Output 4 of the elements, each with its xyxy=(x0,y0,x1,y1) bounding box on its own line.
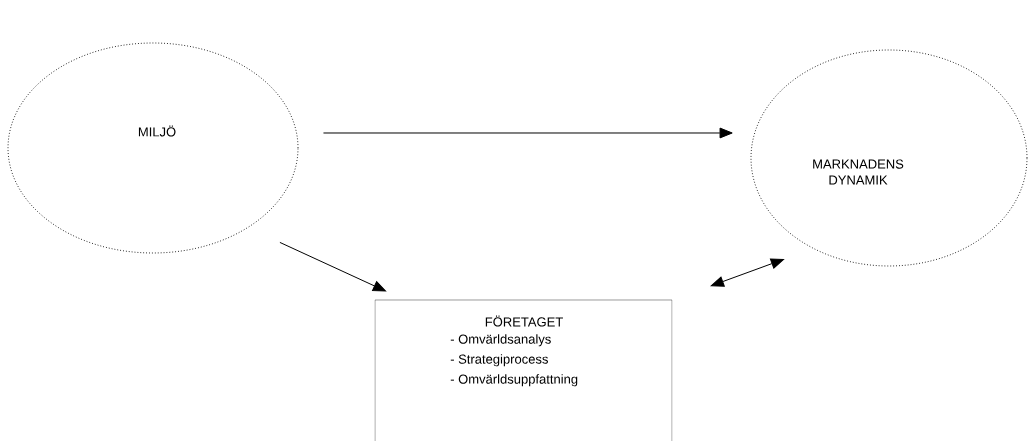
arrow xyxy=(279,241,387,292)
arrow xyxy=(710,258,784,287)
arrow xyxy=(322,127,733,139)
box: FÖRETAGET - Omvärldsanalys - Strategiprocess - Omvärldsuppfattning xyxy=(374,299,673,441)
